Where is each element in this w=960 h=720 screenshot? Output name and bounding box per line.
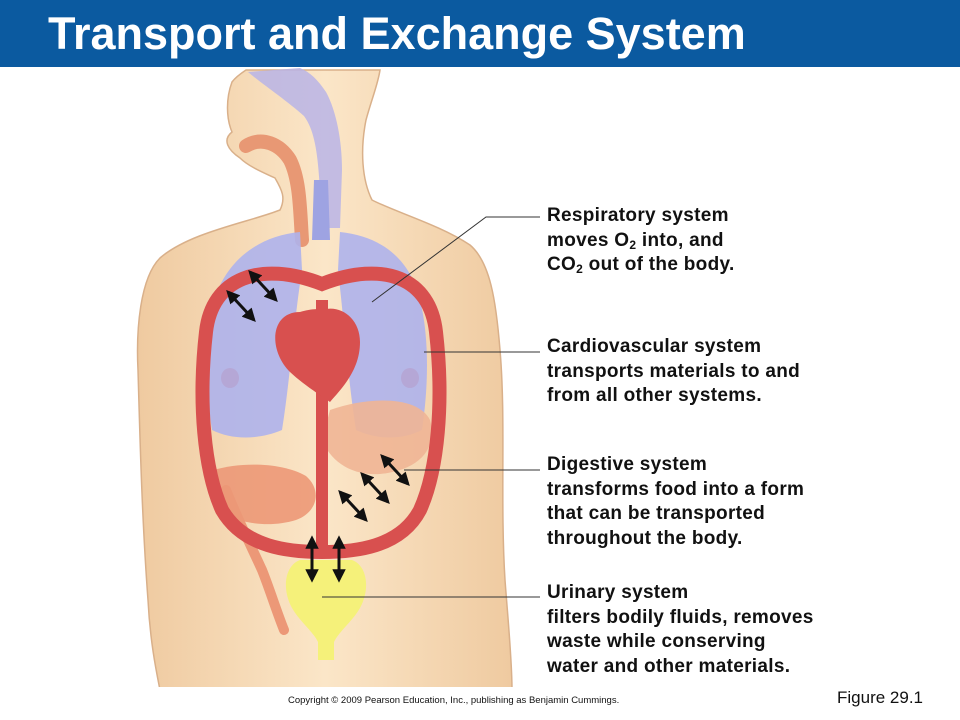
label-text: moves O [547, 229, 630, 251]
respiratory-label: Respiratory system moves O2 into, and CO… [547, 204, 947, 278]
label-heading: Cardiovascular system [547, 336, 762, 357]
title-bar: Transport and Exchange System [0, 0, 960, 67]
figure-number: Figure 29.1 [837, 688, 923, 707]
right-nipple [401, 368, 419, 388]
label-subscript: 2 [576, 262, 584, 276]
body-illustration [136, 68, 540, 687]
label-line: waste while conserving [547, 631, 766, 652]
leader-lines [322, 216, 540, 598]
label-line: transports materials to and [547, 360, 801, 382]
digestive-duct [221, 485, 289, 635]
label-line: transforms food into a form [547, 478, 805, 500]
bladder [285, 560, 367, 660]
urinary-label: Urinary system filters bodily fluids, re… [547, 581, 947, 679]
label-line: that can be transported [547, 503, 766, 524]
label-heading: Respiratory system [547, 205, 729, 226]
label-line: water and other materials. [547, 655, 791, 677]
label-text: CO [547, 254, 577, 275]
left-nipple [221, 368, 239, 388]
digestive-label: Digestive system transforms food into a … [547, 453, 947, 551]
label-heading: Urinary system [547, 582, 689, 603]
label-line: CO2 out of the body. [547, 253, 947, 278]
label-line: filters bodily fluids, removes [547, 606, 814, 628]
airway-region [248, 68, 342, 228]
esophagus [239, 134, 309, 247]
exchange-arrows [226, 270, 410, 583]
label-text: out of the body. [583, 254, 735, 275]
label-subscript: 2 [629, 237, 637, 252]
cardiovascular-label: Cardiovascular system transports materia… [547, 335, 947, 409]
heart [275, 308, 360, 402]
label-text: into, and [636, 229, 724, 251]
trachea [312, 180, 330, 240]
label-line: moves O2 into, and [547, 229, 947, 254]
label-heading: Digestive system [547, 454, 708, 475]
slide-title: Transport and Exchange System [48, 8, 746, 59]
label-line: throughout the body. [547, 527, 743, 549]
label-line: from all other systems. [547, 385, 762, 406]
copyright-notice: Copyright © 2009 Pearson Education, Inc.… [288, 695, 620, 706]
